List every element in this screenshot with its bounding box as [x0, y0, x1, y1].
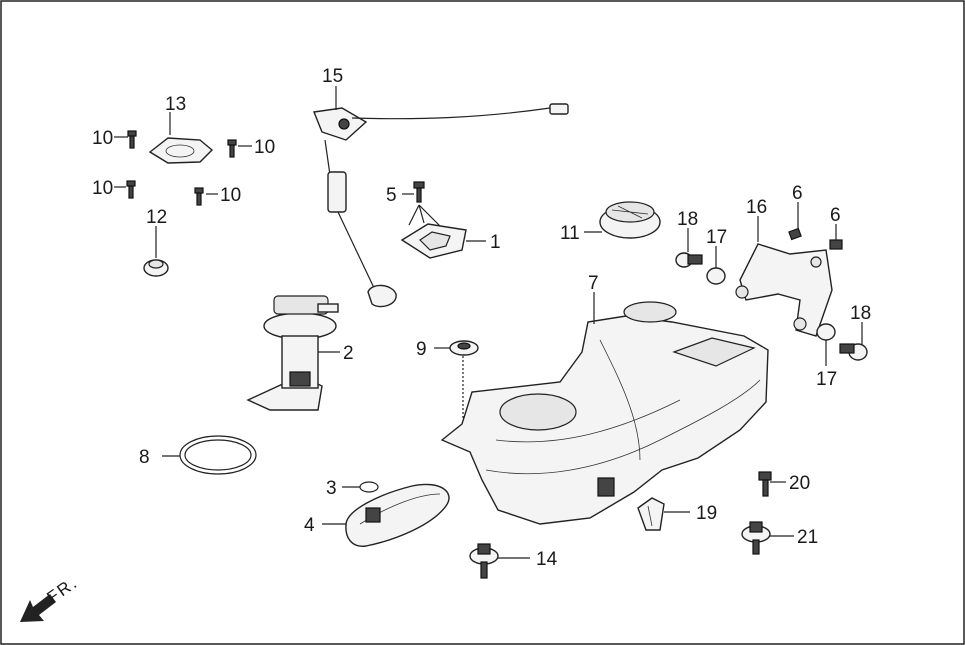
part-19-clip	[637, 497, 665, 531]
callout-17: 17	[706, 227, 727, 248]
callout-11: 11	[560, 223, 580, 244]
bolt-10-icon	[126, 130, 237, 206]
part-12-nut	[143, 259, 169, 277]
front-direction-arrow-icon	[20, 594, 56, 622]
callout-12: 12	[146, 207, 167, 228]
part-3-o-ring	[359, 481, 379, 493]
part-8-ring	[179, 435, 257, 475]
callout-4: 4	[304, 515, 315, 536]
leader-lines	[114, 86, 863, 559]
callout-18: 18	[677, 209, 698, 230]
callout-7: 7	[588, 273, 599, 294]
callout-6: 6	[792, 183, 803, 204]
part-11-fuel-cap	[599, 201, 661, 239]
callout-17: 17	[816, 369, 837, 390]
callout-8: 8	[139, 447, 150, 468]
bolt-6-icon	[788, 227, 843, 250]
bolt-14-icon	[469, 543, 499, 579]
callout-3: 3	[326, 478, 337, 499]
callout-16: 16	[746, 197, 767, 218]
bolt-18-icon	[675, 252, 868, 361]
part-1-plate	[400, 223, 467, 259]
part-9-grommet	[449, 340, 479, 356]
callout-9: 9	[416, 339, 427, 360]
callout-6: 6	[830, 205, 841, 226]
callout-1: 1	[490, 232, 501, 253]
callout-19: 19	[696, 503, 717, 524]
callout-10: 10	[254, 137, 275, 158]
callout-10: 10	[92, 178, 113, 199]
bolt-21-icon	[741, 521, 771, 555]
part-2-fuel-pump	[246, 295, 339, 411]
callout-13: 13	[165, 94, 186, 115]
callout-21: 21	[797, 527, 818, 548]
part-5-bolt	[413, 181, 425, 203]
part-7-fuel-tank	[440, 301, 769, 525]
callout-labels: 13 10 10 10 10 12 15 5 1 2 8 3 4 9 7 11 …	[92, 66, 871, 570]
bolt-20-icon	[758, 471, 772, 497]
callout-14: 14	[536, 549, 558, 570]
callout-10: 10	[220, 185, 241, 206]
callout-15: 15	[322, 66, 343, 87]
callout-2: 2	[343, 343, 354, 364]
callout-5: 5	[386, 185, 397, 206]
part-4-cover-plate	[345, 483, 450, 547]
part-16-bracket	[735, 243, 833, 337]
callout-20: 20	[789, 473, 810, 494]
callout-18: 18	[850, 303, 871, 324]
part-13-plate	[148, 137, 214, 164]
callout-10: 10	[92, 128, 113, 149]
part-15-fuel-sender	[313, 103, 569, 308]
